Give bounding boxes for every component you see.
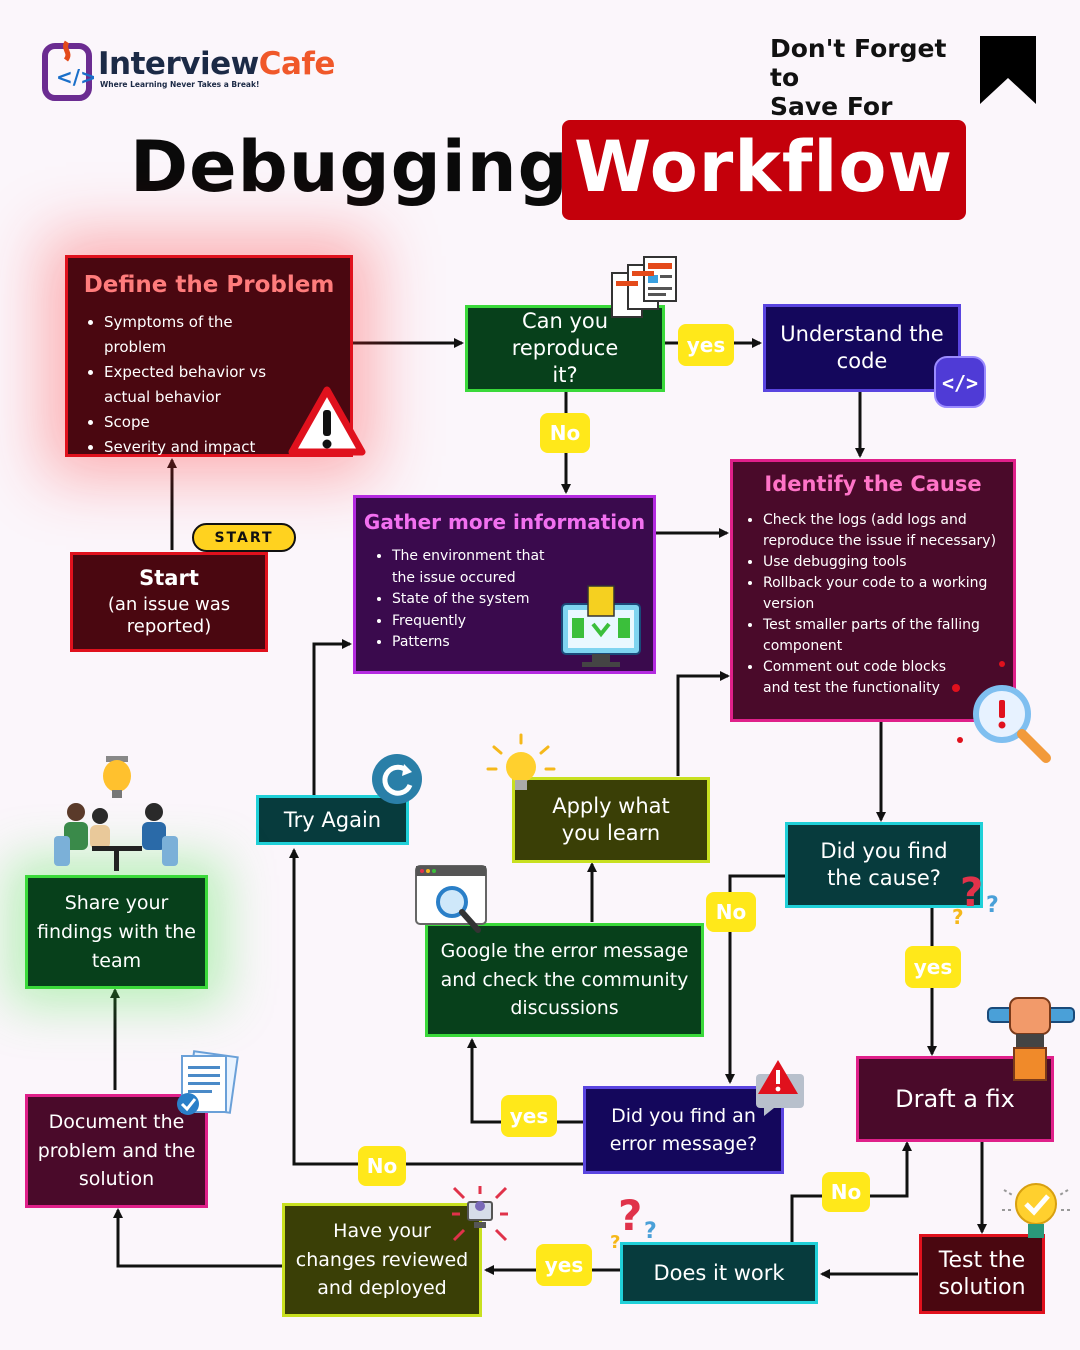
identify-bullet: Check the logs (add logs and reproduce t…: [763, 510, 1003, 552]
apply-learn-box: Apply what you learn: [512, 777, 710, 863]
define-bullet: Expected behavior vs actual behavior: [104, 360, 286, 410]
save-reminder-line1: Don't Forget to: [770, 34, 947, 92]
gather-bullet: Frequently: [392, 611, 549, 633]
question-marks-icon: ? ? ?: [610, 1191, 657, 1252]
identify-title: Identify the Cause: [764, 472, 982, 496]
identify-bullet: Rollback your code to a working version: [763, 573, 1003, 615]
approved-bulb-icon: [1002, 1183, 1070, 1238]
warning-icon: [288, 386, 366, 456]
svg-text:?: ?: [986, 893, 999, 918]
edge-label-yes: yes: [905, 946, 961, 988]
svg-text:</>: </>: [56, 65, 94, 89]
share-findings-box: Share your findings with the team: [25, 875, 208, 989]
understand-label: Understand the code: [780, 322, 944, 373]
document-label: Document the problem and the solution: [37, 1111, 196, 1191]
identify-bullet: Test smaller parts of the falling compon…: [763, 615, 1003, 657]
identify-cause-box: Identify the Cause Check the logs (add l…: [730, 459, 1016, 722]
understand-code-box: Understand the code: [763, 304, 961, 392]
page-title: Debugging Workflow: [130, 120, 970, 220]
share-label: Share your findings with the team: [37, 891, 196, 972]
document-box: Document the problem and the solution: [25, 1094, 208, 1208]
lightbulb-icon: [486, 733, 556, 790]
svg-text:?: ?: [952, 905, 964, 929]
start-box: Start (an issue was reported): [70, 552, 268, 652]
define-problem-title: Define the Problem: [83, 272, 335, 298]
gather-bullet: State of the system: [392, 589, 549, 611]
gather-title: Gather more information: [363, 510, 646, 534]
start-subtitle: (an issue was reported): [107, 594, 231, 637]
edge-label-no: No: [706, 892, 756, 932]
did-find-error-label: Did you find an error message?: [609, 1105, 758, 1155]
reproduce-label: Can you reproduce it?: [511, 309, 619, 387]
start-badge: START: [192, 523, 296, 552]
did-find-cause-label: Did you find the cause?: [820, 839, 948, 890]
title-part2: Workflow: [574, 126, 954, 208]
edge-label-yes: yes: [536, 1244, 592, 1286]
team-meeting-icon: [54, 756, 178, 871]
gather-bullet: Patterns: [392, 632, 549, 654]
does-it-work-decision: Does it work: [620, 1242, 818, 1304]
documents-icon: [611, 256, 677, 318]
identify-bullet: Use debugging tools: [763, 552, 1003, 573]
try-again-box: Try Again: [256, 795, 409, 845]
computer-data-icon: [561, 585, 641, 667]
code-icon: </>: [934, 356, 986, 408]
brand-name-part2: Cafe: [258, 46, 336, 82]
brand-tagline: Where Learning Never Takes a Break!: [100, 80, 260, 89]
did-find-cause-decision: Did you find the cause?: [785, 822, 983, 908]
svg-text:</>: </>: [942, 371, 978, 395]
alert-message-icon: [756, 1060, 804, 1116]
edge-label-no: No: [358, 1146, 406, 1186]
title-highlight: [562, 120, 966, 220]
gather-bullet: The environment that the issue occured: [392, 546, 549, 589]
brand-logo: </> InterviewCafe Where Learning Never T…: [42, 40, 342, 102]
does-work-label: Does it work: [653, 1261, 785, 1285]
draft-label: Draft a fix: [895, 1085, 1015, 1113]
test-solution-box: Test the solution: [919, 1234, 1045, 1314]
edge-label-no: No: [540, 413, 590, 453]
google-label: Google the error message and check the c…: [440, 940, 689, 1020]
bookmark-icon[interactable]: [980, 36, 1036, 106]
test-label: Test the solution: [938, 1248, 1026, 1300]
reviewed-label: Have your changes reviewed and deployed: [295, 1220, 469, 1300]
edge-label-no: No: [822, 1172, 870, 1212]
apply-label: Apply what you learn: [552, 794, 670, 845]
define-bullet: Severity and impact: [104, 435, 286, 460]
checklist-document-icon: [177, 1050, 239, 1115]
define-bullet: Scope: [104, 410, 286, 435]
brand-name-part1: Interview: [98, 46, 259, 82]
svg-text:?: ?: [960, 870, 983, 916]
try-again-label: Try Again: [283, 808, 382, 832]
magnifier-alert-icon: [952, 661, 1051, 763]
logo-icon: </>: [42, 40, 94, 101]
refresh-icon: [372, 754, 422, 804]
browser-search-icon: [415, 865, 487, 933]
draft-fix-box: Draft a fix: [856, 1056, 1054, 1142]
deploy-icon: [452, 1186, 508, 1242]
did-find-error-decision: Did you find an error message?: [583, 1086, 784, 1174]
edge-label-yes: yes: [678, 324, 734, 366]
identify-bullet: Comment out code blocks and test the fun…: [763, 657, 1003, 699]
svg-text:?: ?: [618, 1191, 642, 1240]
define-bullet: Symptoms of the problem: [104, 310, 286, 360]
reproduce-decision: Can you reproduce it?: [465, 305, 665, 392]
svg-text:?: ?: [644, 1219, 657, 1244]
edge-label-yes: yes: [501, 1095, 557, 1137]
google-error-box: Google the error message and check the c…: [425, 923, 704, 1037]
wrench-icon: [987, 997, 1075, 1081]
start-title: Start: [139, 566, 199, 590]
title-part1: Debugging: [130, 126, 569, 208]
reviewed-deployed-box: Have your changes reviewed and deployed: [282, 1203, 482, 1317]
svg-text:?: ?: [610, 1232, 620, 1252]
question-marks-icon: ? ? ?: [952, 870, 999, 929]
